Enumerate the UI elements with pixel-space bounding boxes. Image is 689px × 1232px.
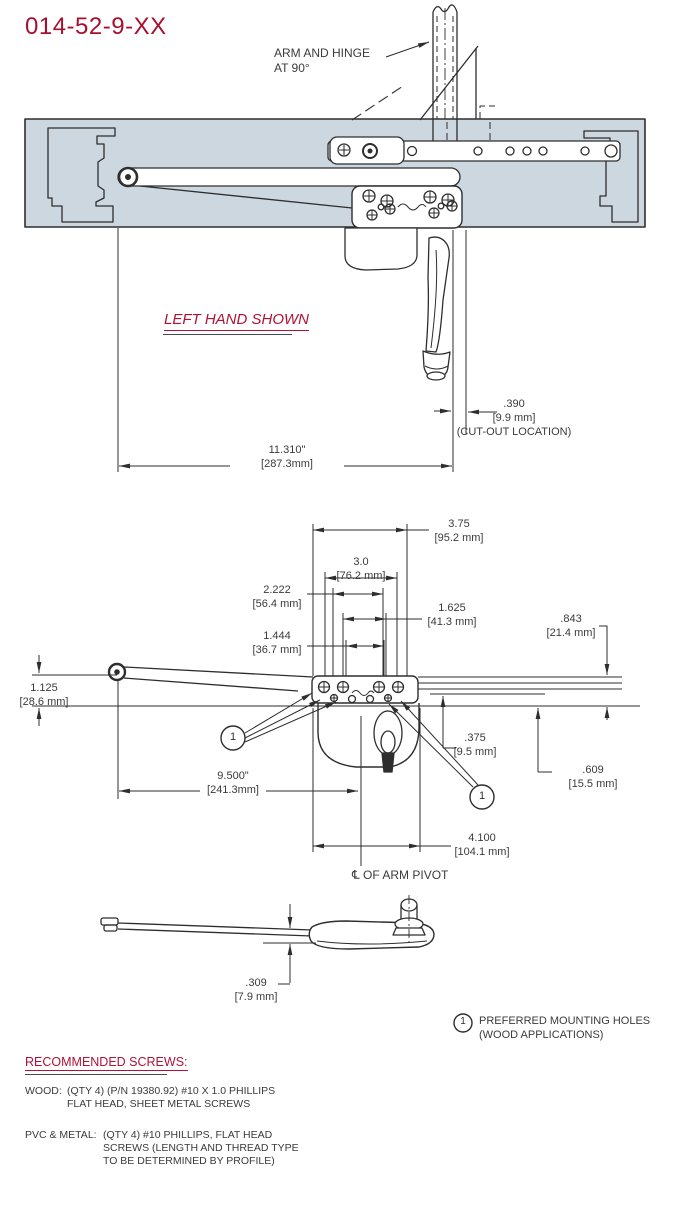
screws-heading: RECOMMENDED SCREWS: (25, 1055, 188, 1071)
hand-note: LEFT HAND SHOWN (164, 311, 310, 331)
middle-dimension-lines (36, 527, 610, 849)
dim-spacing-375-in: 3.75 (448, 518, 470, 530)
middle-reference-lines (32, 674, 640, 707)
dim-offset-1125: 1.125 [28.6 mm] (20, 681, 69, 709)
dim-spacing-2222: 2.222 [56.4 mm] (253, 583, 302, 611)
dim-spacing-2222-mm: [56.4 mm] (252, 598, 302, 610)
dim-base-width-in: 4.100 (468, 832, 496, 844)
arm-hinge-label: ARM AND HINGE AT 90° (274, 46, 370, 76)
centerline-label: ℄ OF ARM PIVOT (352, 868, 449, 882)
callout-1-right: 1 (478, 790, 486, 802)
hand-note-underline (163, 334, 292, 336)
top-view-linework (24, 4, 646, 472)
pvc-screws-text: (QTY 4) #10 PHILLIPS, FLAT HEAD SCREWS (… (103, 1129, 299, 1168)
dim-spacing-30-mm: [76.2 mm] (336, 570, 386, 582)
dim-spacing-30: 3.0 [76.2 mm] (337, 555, 386, 583)
side-view-dimensions (263, 904, 316, 985)
dim-spacing-1444: 1.444 [36.7 mm] (253, 629, 302, 657)
note-callout-circle (453, 1013, 473, 1033)
pvc-screws-line3: TO BE DETERMINED BY PROFILE) (103, 1155, 275, 1167)
left-jamb-profile (47, 127, 116, 223)
dim-spacing-1625-in: 1.625 (438, 602, 466, 614)
wood-screws-label: WOOD: (25, 1085, 62, 1097)
dim-overall-width-in: 11.310" (268, 444, 306, 456)
dim-offset-609-in: .609 (582, 764, 604, 776)
callout-1-left: 1 (229, 731, 237, 743)
dim-cutout-mm: [9.9 mm] (492, 412, 536, 424)
dim-arm-length-mm: [241.3mm] (207, 784, 259, 796)
wood-screws-line2: FLAT HEAD, SHEET METAL SCREWS (67, 1098, 251, 1110)
dim-offset-843-in: .843 (560, 613, 582, 625)
part-number: 014-52-9-XX (25, 13, 167, 40)
arm-shoe (100, 917, 119, 926)
dim-offset-375-in: .375 (464, 732, 486, 744)
dim-spacing-1444-mm: [36.7 mm] (252, 644, 302, 656)
dim-offset-843: .843 [21.4 mm] (547, 612, 596, 640)
mounting-note: PREFERRED MOUNTING HOLES (WOOD APPLICATI… (479, 1014, 650, 1042)
dim-overall-width: 11.310" [287.3mm] (261, 443, 313, 471)
dim-offset-609: .609 [15.5 mm] (569, 763, 618, 791)
dim-thickness-in: .309 (245, 977, 267, 989)
dim-offset-843-mm: [21.4 mm] (546, 627, 596, 639)
note-callout-number: 1 (460, 1016, 466, 1027)
dim-offset-1125-mm: [28.6 mm] (19, 696, 69, 708)
wood-screws-text: (QTY 4) (P/N 19380.92) #10 X 1.0 PHILLIP… (67, 1085, 275, 1111)
dim-cutout-note: (CUT-OUT LOCATION) (456, 426, 572, 438)
operator-arm-top-view (117, 166, 461, 209)
arm-hinge-label-line2: AT 90° (274, 61, 310, 75)
dim-offset-375: .375 [9.5 mm] (454, 731, 497, 759)
dim-spacing-1444-in: 1.444 (263, 630, 291, 642)
operator-plan-view (107, 662, 420, 866)
dim-arm-length: 9.500" [241.3mm] (207, 769, 259, 797)
dim-offset-375-mm: [9.5 mm] (453, 746, 497, 758)
dim-cutout: .390 [9.9 mm] (CUT-OUT LOCATION) (457, 397, 571, 439)
dim-spacing-1625-mm: [41.3 mm] (427, 616, 477, 628)
mounting-hole-callouts (220, 692, 495, 810)
dim-spacing-2222-in: 2.222 (263, 584, 291, 596)
dim-offset-609-mm: [15.5 mm] (568, 778, 618, 790)
dim-spacing-1625: 1.625 [41.3 mm] (428, 601, 477, 629)
side-view-linework (100, 895, 435, 985)
mounting-note-line1: PREFERRED MOUNTING HOLES (479, 1015, 651, 1027)
mounting-note-line2: (WOOD APPLICATIONS) (479, 1029, 604, 1041)
dim-thickness: .309 [7.9 mm] (235, 976, 278, 1004)
dim-base-width-mm: [104.1 mm] (454, 846, 510, 858)
hinge-track (327, 136, 621, 165)
handle-stud (392, 895, 426, 944)
dim-arm-length-in: 9.500" (217, 770, 249, 782)
pvc-screws-line1: (QTY 4) #10 PHILLIPS, FLAT HEAD (103, 1129, 273, 1141)
screws-heading-underline (25, 1074, 167, 1076)
operator-base-top-view (351, 185, 463, 229)
dim-spacing-375-mm: [95.2 mm] (434, 532, 484, 544)
pvc-screws-label: PVC & METAL: (25, 1129, 97, 1141)
dim-cutout-in: .390 (503, 398, 525, 410)
dim-spacing-375: 3.75 [95.2 mm] (435, 517, 484, 545)
dim-base-width: 4.100 [104.1 mm] (454, 831, 509, 859)
middle-view-linework (32, 524, 640, 866)
dim-overall-width-mm: [287.3mm] (261, 458, 313, 470)
wood-screws-line1: (QTY 4) (P/N 19380.92) #10 X 1.0 PHILLIP… (67, 1085, 276, 1097)
operator-cover-and-handle (344, 227, 451, 381)
sash-arm-vertical (351, 4, 495, 160)
pvc-screws-line2: SCREWS (LENGTH AND THREAD TYPE (103, 1142, 299, 1154)
arm-hinge-label-line1: ARM AND HINGE (274, 46, 371, 60)
dim-thickness-mm: [7.9 mm] (234, 991, 278, 1003)
top-view-dimensions (117, 41, 497, 472)
dim-offset-1125-in: 1.125 (30, 682, 58, 694)
dim-spacing-30-in: 3.0 (353, 556, 369, 568)
